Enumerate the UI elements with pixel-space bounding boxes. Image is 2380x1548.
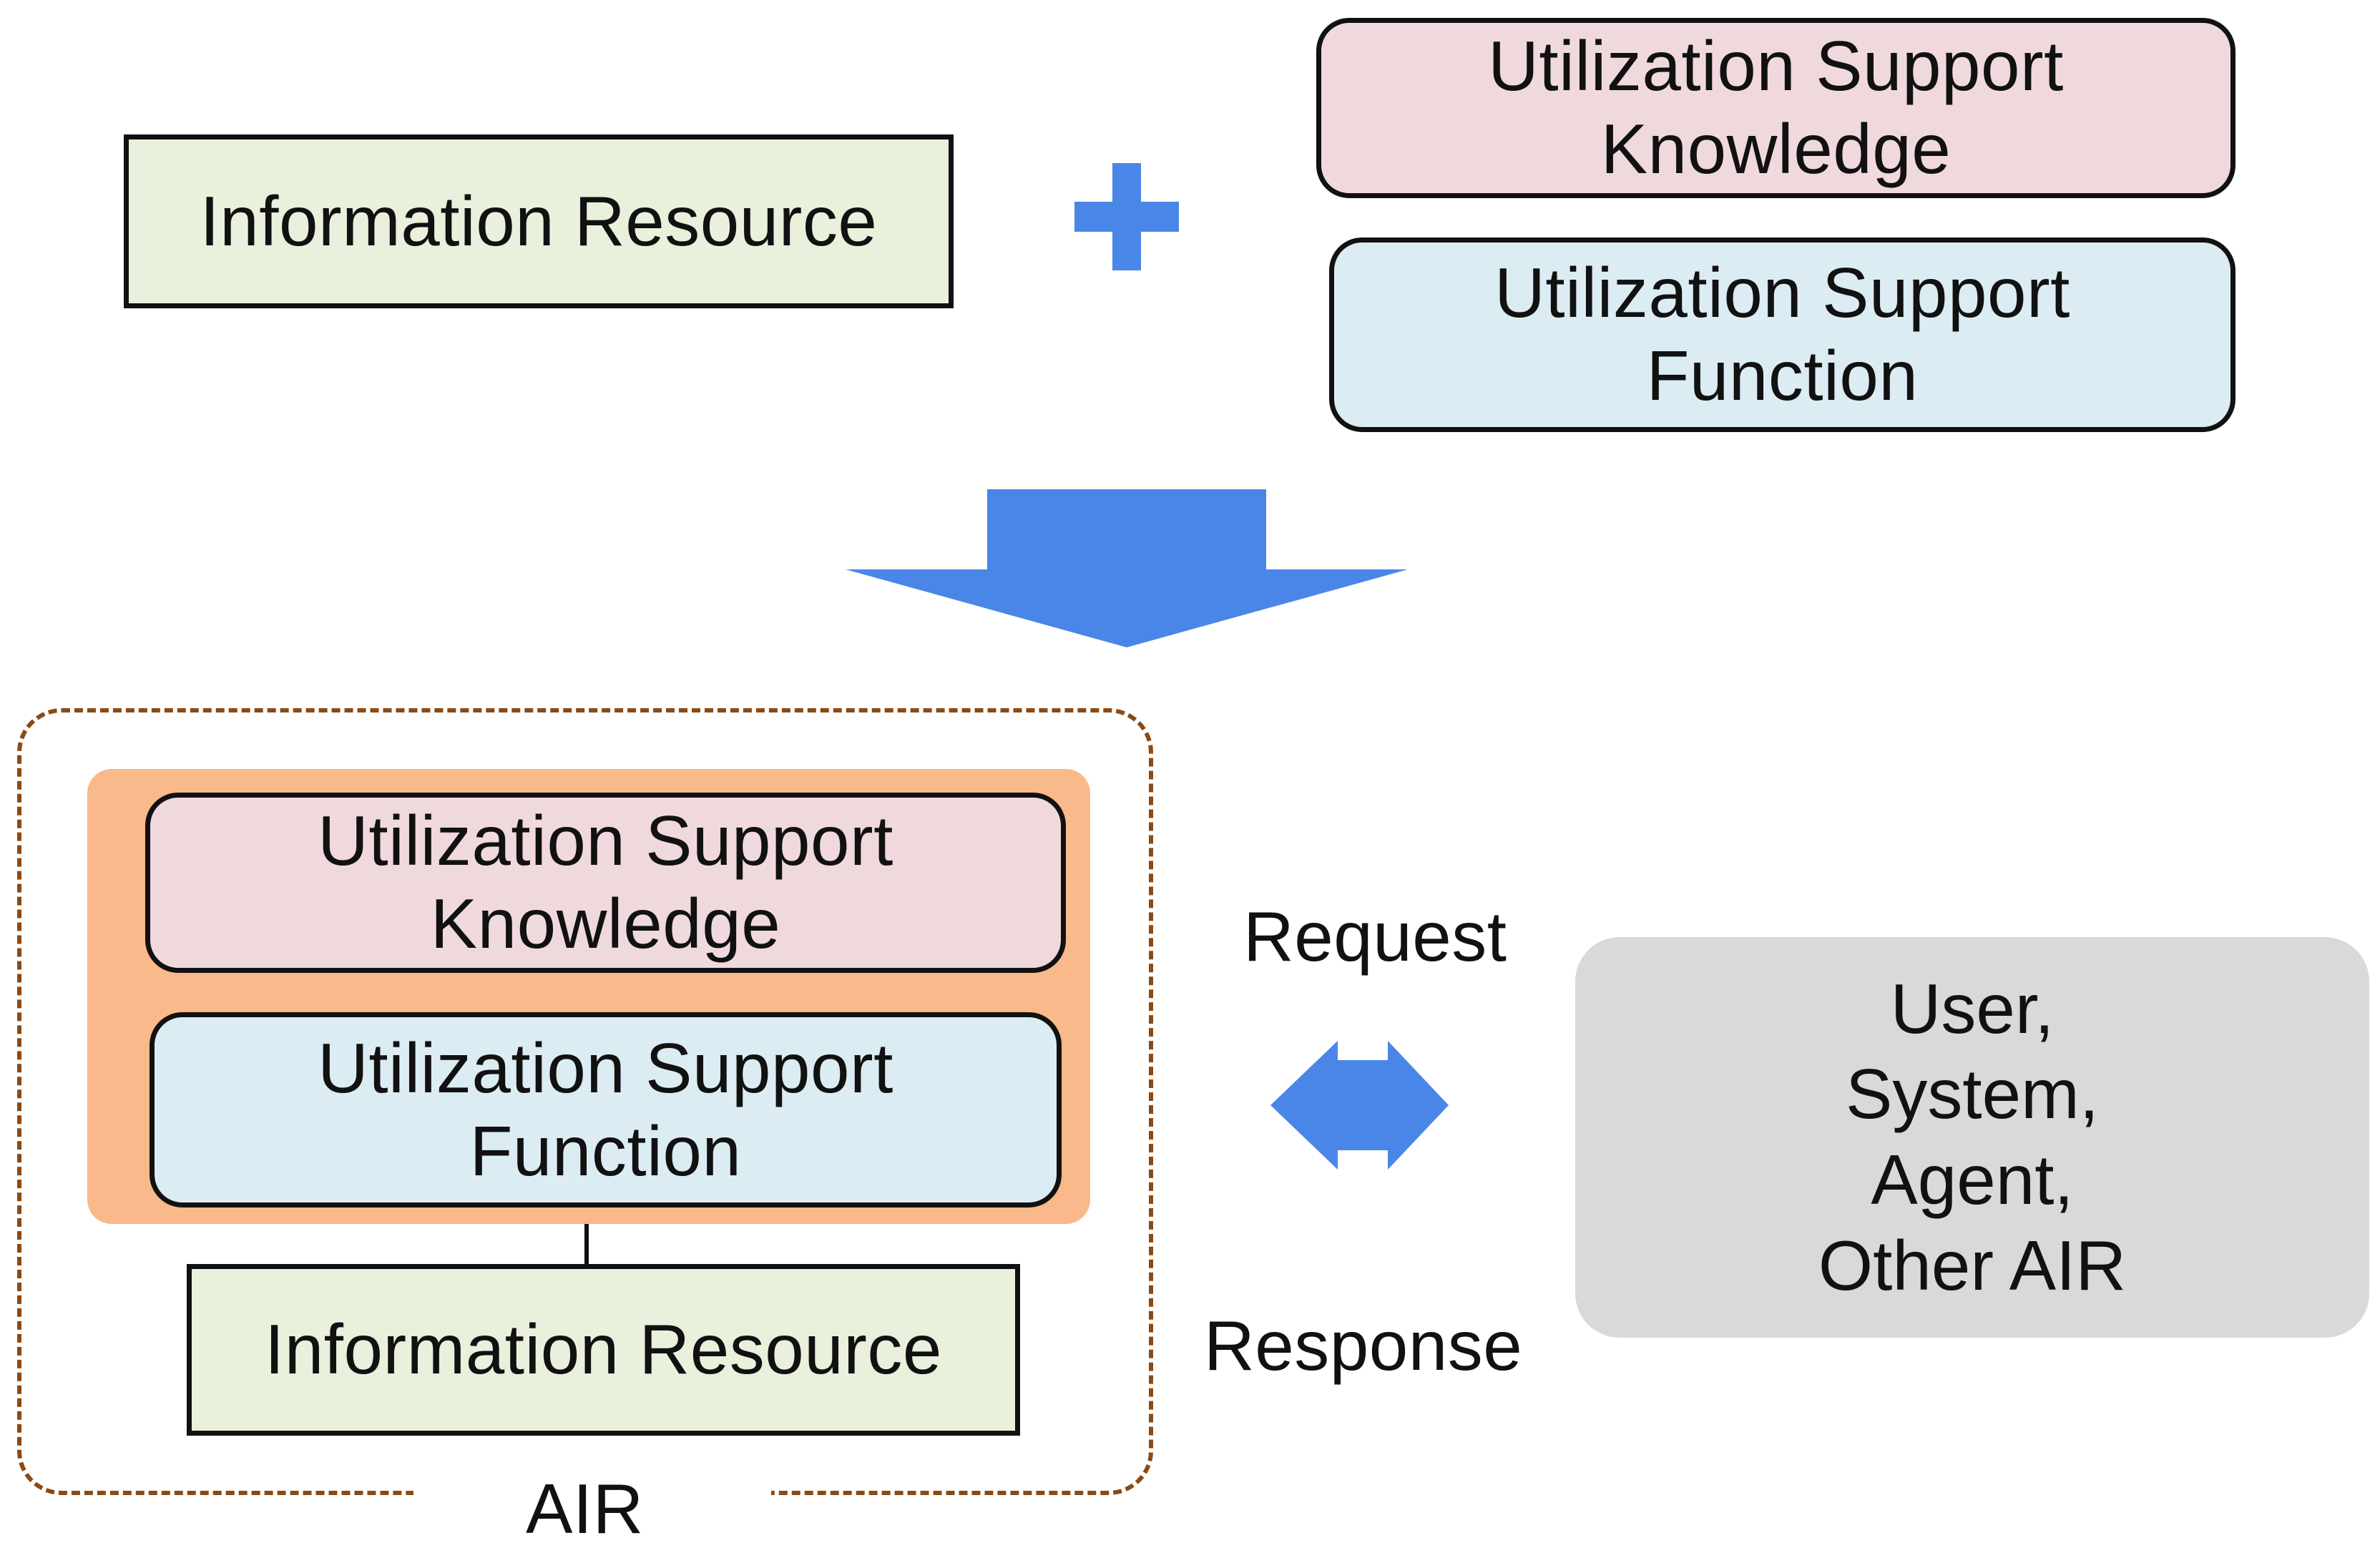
actor-agent: Agent, bbox=[1871, 1140, 2074, 1219]
double-arrow-icon bbox=[1270, 1041, 1449, 1170]
information-resource-label-top: Information Resource bbox=[200, 181, 878, 260]
actor-other-air: Other AIR bbox=[1818, 1225, 2127, 1305]
actor-user: User, bbox=[1890, 969, 2055, 1048]
actor-system: System, bbox=[1846, 1054, 2099, 1134]
air-label-gap bbox=[413, 1488, 771, 1502]
function-label-line2-air: Function bbox=[469, 1111, 742, 1190]
information-resource-label-air: Information Resource bbox=[265, 1310, 942, 1389]
information-resource-box-air: Information Resource bbox=[187, 1264, 1020, 1436]
request-label: Request bbox=[1243, 897, 1507, 976]
utilization-support-knowledge-box-top: Utilization Support Knowledge bbox=[1316, 18, 2235, 198]
knowledge-label-line2-air: Knowledge bbox=[430, 884, 781, 963]
function-label-line1-air: Utilization Support bbox=[318, 1028, 893, 1107]
knowledge-label-line2-top: Knowledge bbox=[1600, 109, 1951, 188]
actors-box: User, System, Agent, Other AIR bbox=[1575, 937, 2369, 1338]
function-label-line2-top: Function bbox=[1646, 336, 1919, 415]
knowledge-label-line1-air: Utilization Support bbox=[318, 801, 893, 881]
information-resource-box-top: Information Resource bbox=[124, 134, 954, 308]
response-label: Response bbox=[1204, 1306, 1523, 1385]
down-arrow-icon bbox=[846, 489, 1408, 647]
utilization-support-function-box-top: Utilization Support Function bbox=[1329, 237, 2235, 432]
utilization-support-function-box-air: Utilization Support Function bbox=[150, 1012, 1062, 1207]
air-label: AIR bbox=[526, 1469, 644, 1548]
plus-icon bbox=[1074, 163, 1179, 270]
knowledge-label-line1-top: Utilization Support bbox=[1488, 26, 2064, 106]
function-label-line1-top: Utilization Support bbox=[1494, 253, 2070, 333]
utilization-support-knowledge-box-air: Utilization Support Knowledge bbox=[145, 793, 1066, 973]
